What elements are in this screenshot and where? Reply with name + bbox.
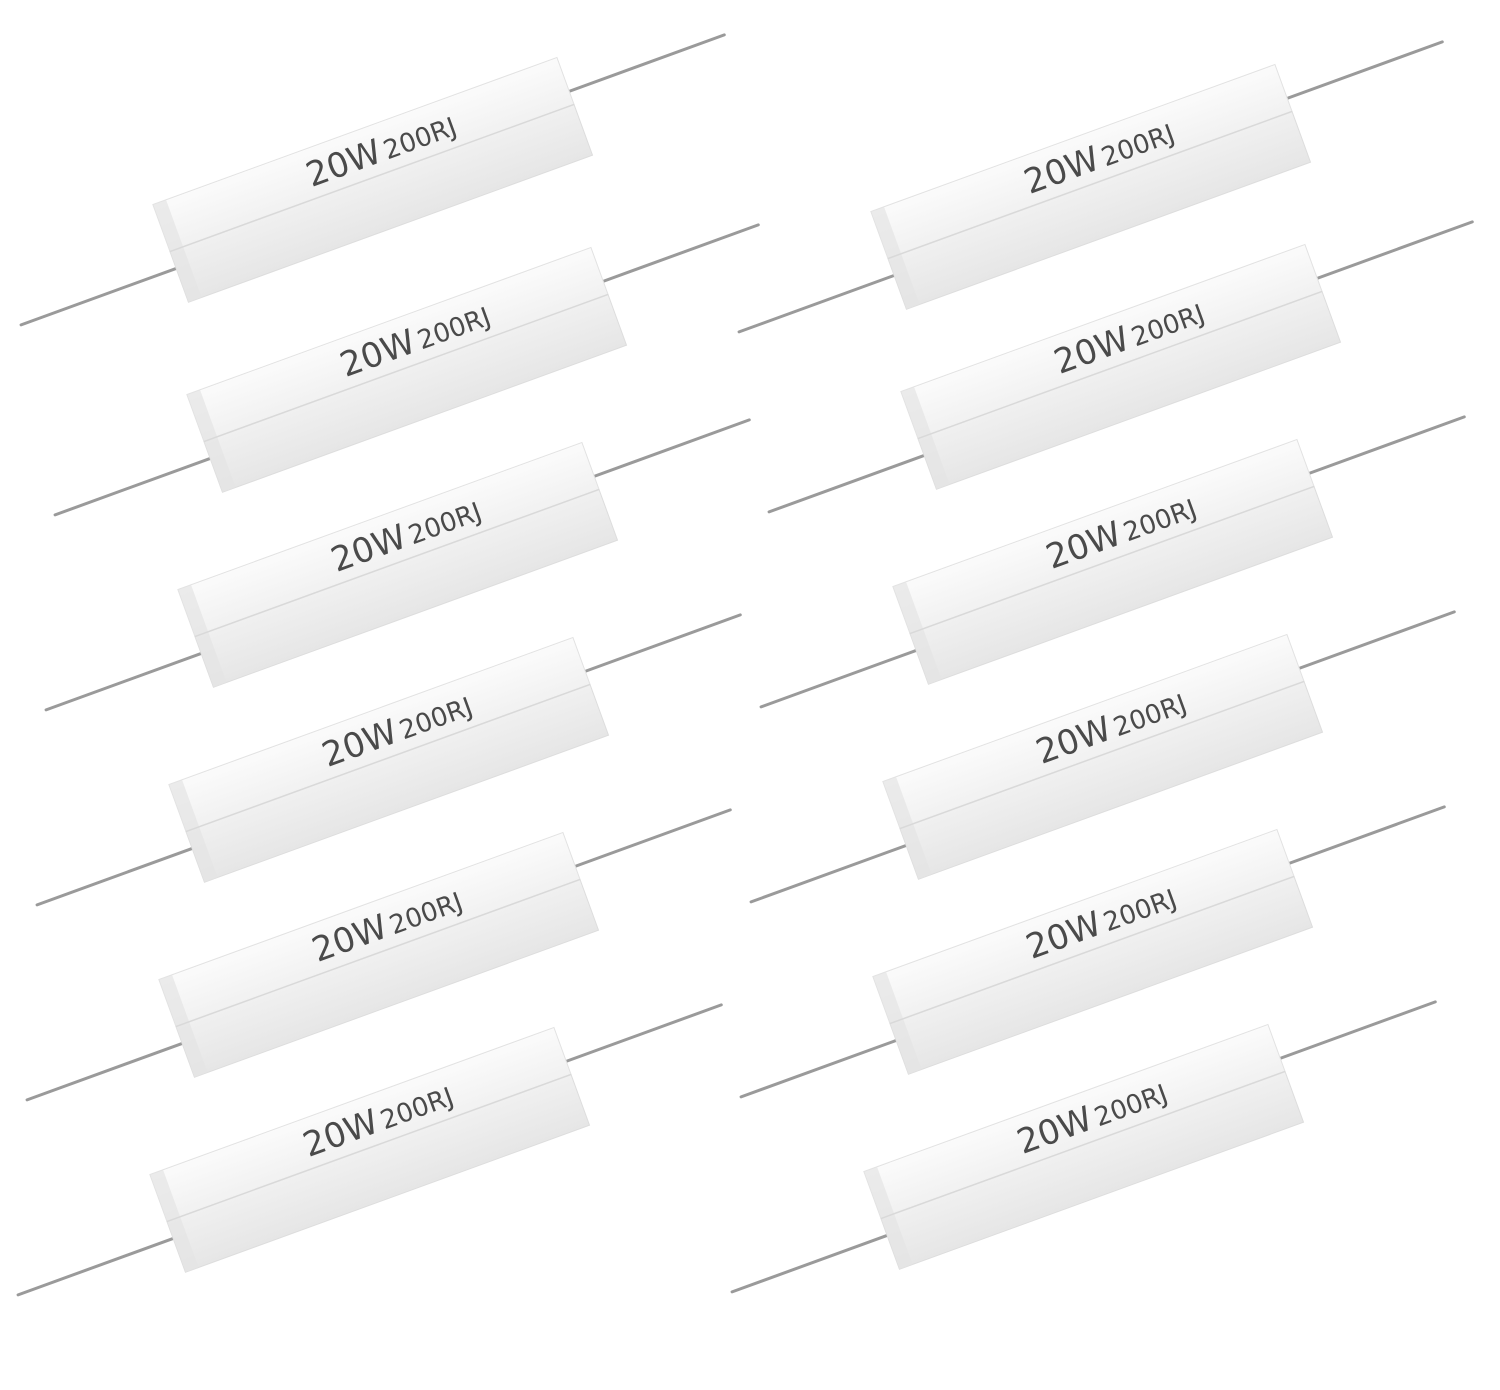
lead-wire-right <box>564 808 732 872</box>
lead-wire-left <box>19 263 188 327</box>
resistor-edge <box>169 103 575 253</box>
resistor: 20W200RJ <box>730 1000 1437 1294</box>
lead-wire-left <box>44 648 213 712</box>
resistor-end-cap <box>892 581 942 685</box>
resistor: 20W200RJ <box>759 415 1466 709</box>
resistor-end-cap <box>870 206 920 310</box>
resistor: 20W200RJ <box>749 610 1456 904</box>
resistor-end-cap <box>168 779 218 883</box>
resistor-edge <box>194 488 600 638</box>
resistor: 20W200RJ <box>35 613 742 907</box>
lead-wire-left <box>730 1230 899 1294</box>
resistor-edge <box>909 485 1315 635</box>
lead-wire-left <box>749 840 918 904</box>
lead-wire-right <box>592 223 760 287</box>
resistor-end-cap <box>186 389 236 493</box>
resistor-end-cap <box>152 199 202 303</box>
resistor: 20W200RJ <box>16 1003 723 1297</box>
lead-wire-left <box>767 450 936 514</box>
resistor: 20W200RJ <box>767 220 1474 514</box>
lead-wire-right <box>555 1003 723 1067</box>
lead-wire-right <box>583 418 751 482</box>
resistor-edge <box>203 293 609 443</box>
lead-wire-right <box>558 33 726 97</box>
resistor-end-cap <box>158 974 208 1078</box>
lead-wire-right <box>1276 40 1444 104</box>
lead-wire-right <box>1269 1000 1437 1064</box>
resistor: 20W200RJ <box>737 40 1444 334</box>
resistor-end-cap <box>177 584 227 688</box>
lead-wire-right <box>1288 610 1456 674</box>
resistor-edge <box>887 110 1293 260</box>
resistor: 20W200RJ <box>739 805 1446 1099</box>
resistor: 20W200RJ <box>53 223 760 517</box>
lead-wire-left <box>16 1233 185 1297</box>
resistor-edge <box>166 1073 572 1223</box>
resistor-edge <box>175 878 581 1028</box>
resistor-group: 20W200RJ20W200RJ20W200RJ20W200RJ20W200RJ… <box>16 33 1474 1297</box>
resistor: 20W200RJ <box>19 33 726 327</box>
lead-wire-left <box>739 1035 908 1099</box>
lead-wire-right <box>1278 805 1446 869</box>
resistor-edge <box>917 290 1323 440</box>
lead-wire-left <box>759 645 928 709</box>
resistor: 20W200RJ <box>25 808 732 1102</box>
lead-wire-left <box>35 843 204 907</box>
lead-wire-right <box>1298 415 1466 479</box>
resistor-end-cap <box>149 1169 199 1273</box>
resistor-edge <box>185 683 591 833</box>
resistor-end-cap <box>863 1166 913 1270</box>
resistor-end-cap <box>882 776 932 880</box>
resistor-edge <box>889 875 1295 1025</box>
lead-wire-left <box>25 1038 194 1102</box>
lead-wire-left <box>737 270 906 334</box>
resistor: 20W200RJ <box>44 418 751 712</box>
lead-wire-right <box>574 613 742 677</box>
resistor-edge <box>880 1070 1286 1220</box>
resistor-edge <box>899 680 1305 830</box>
resistor-end-cap <box>872 971 922 1075</box>
resistor-end-cap <box>900 386 950 490</box>
lead-wire-right <box>1306 220 1474 284</box>
lead-wire-left <box>53 453 222 517</box>
